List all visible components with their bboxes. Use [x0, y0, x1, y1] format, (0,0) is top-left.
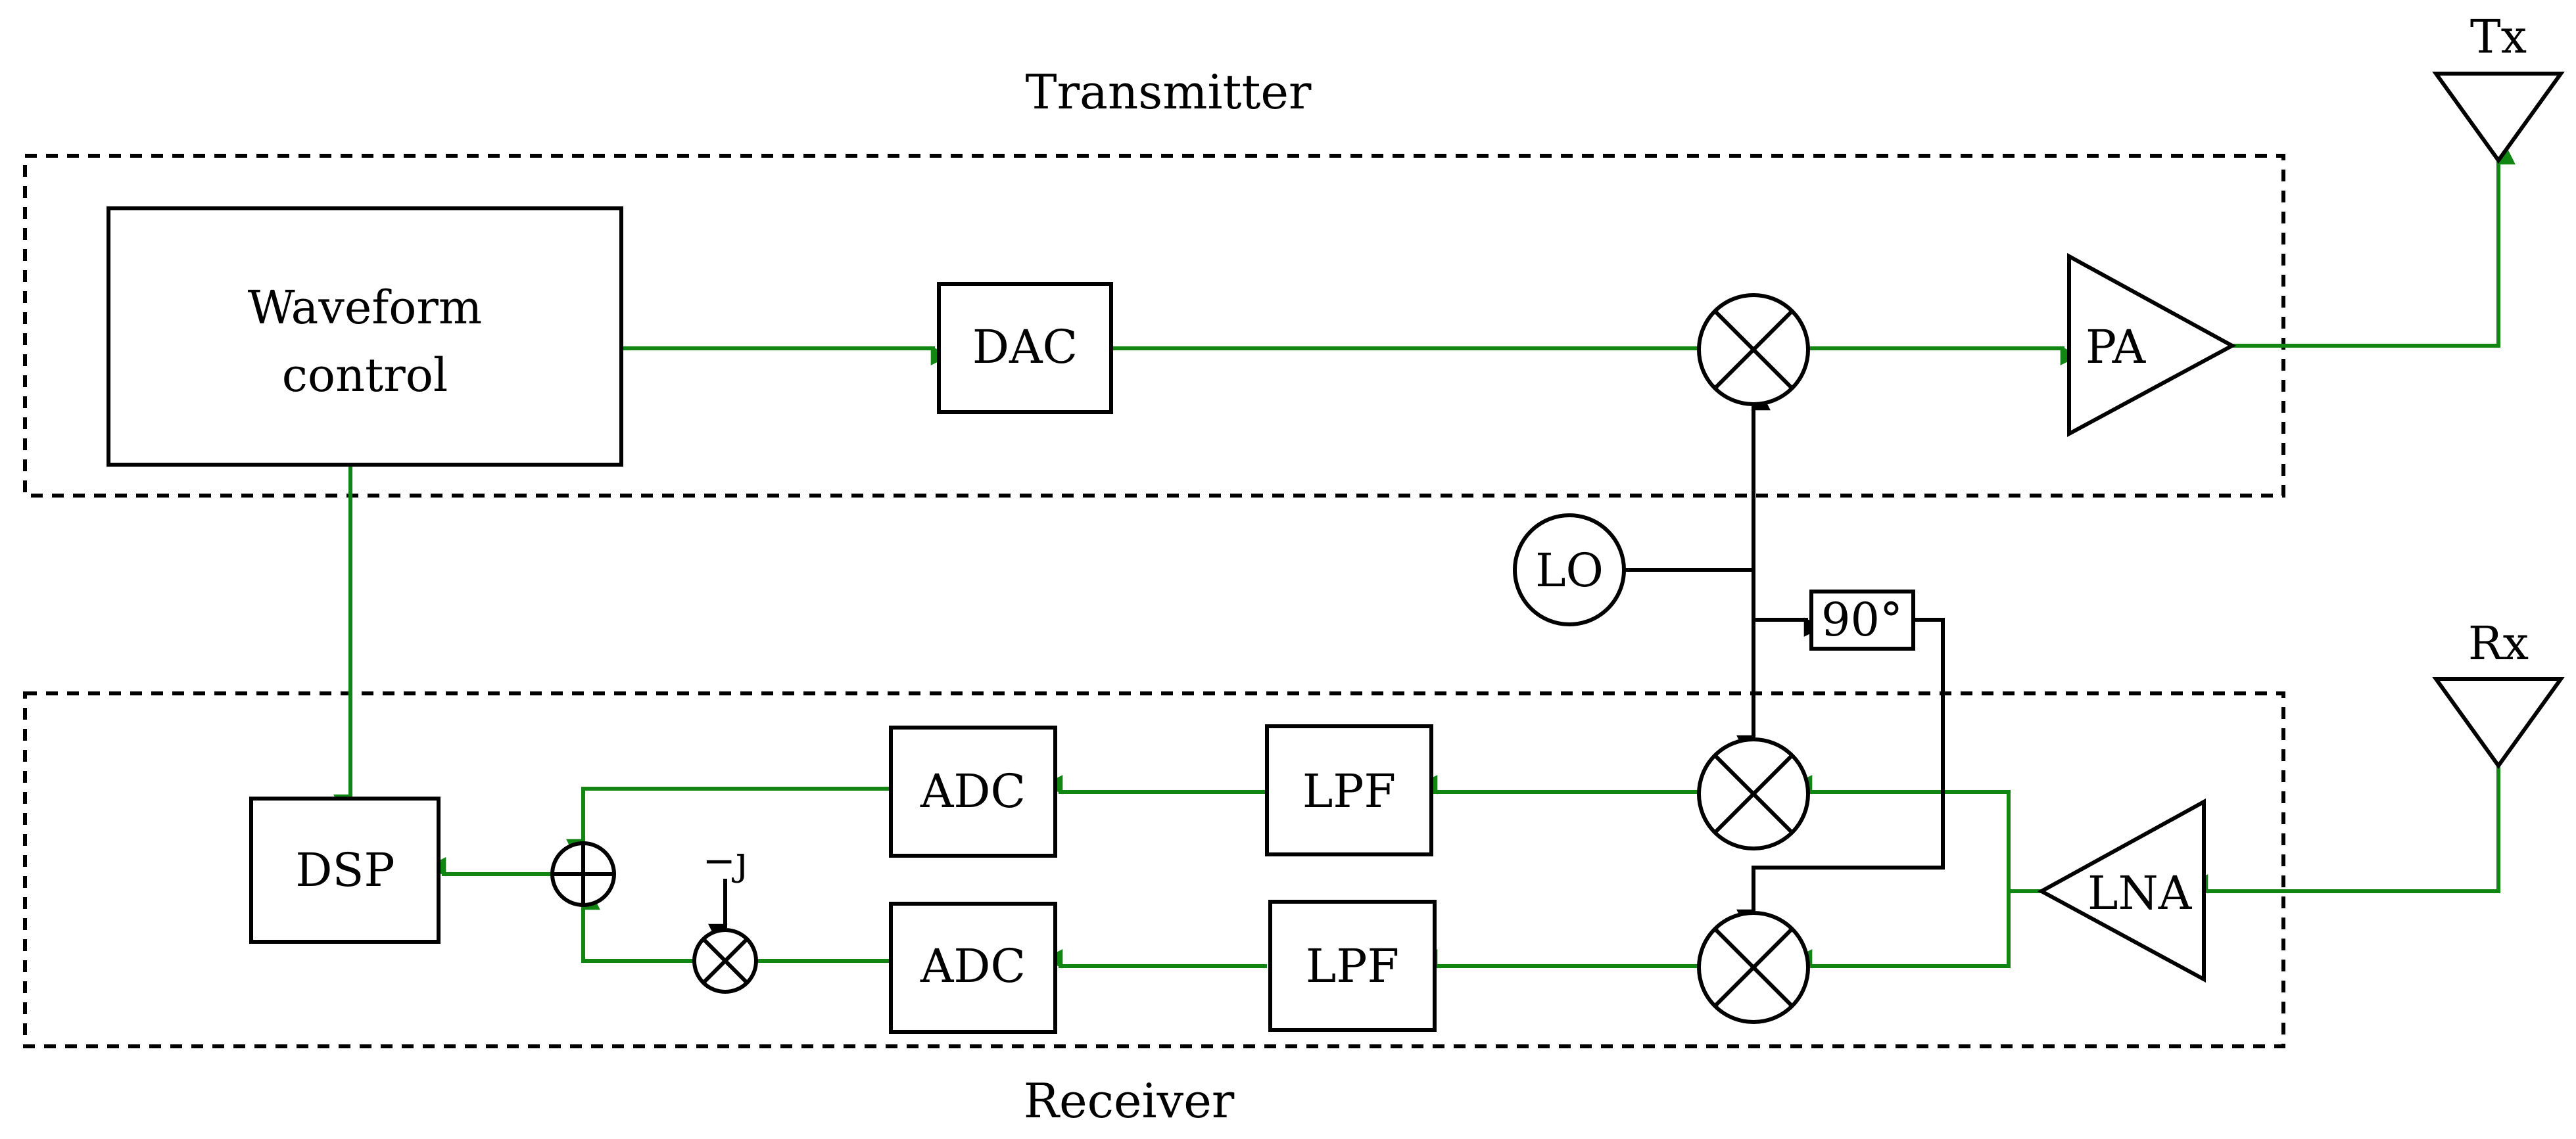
phase-shifter-to-q-mixer-path — [1736, 618, 1945, 929]
rx-antenna-label: Rx — [2468, 616, 2529, 670]
tx-antenna-label: Tx — [2470, 10, 2527, 64]
pa-amplifier-triangle — [2067, 252, 2237, 438]
tx-mixer-symbol — [1697, 293, 1810, 406]
i-adc-to-adder-path — [566, 787, 891, 859]
q-lpf-label: LPF — [1306, 939, 1399, 993]
negj-label: −ȷ — [703, 838, 748, 884]
lo-oscillator-circle — [1513, 513, 1626, 626]
negj-multiplier-symbol — [692, 928, 758, 994]
lna-amplifier-triangle — [2037, 798, 2206, 983]
phase-shifter-block — [1809, 590, 1915, 651]
i-adc-label: ADC — [920, 764, 1026, 818]
pa-label: PA — [2086, 320, 2147, 374]
i-mixer-symbol — [1697, 737, 1810, 850]
lna-to-i-mixer-path — [1792, 775, 2041, 893]
tx-antenna-icon — [2432, 72, 2565, 164]
rx-antenna-icon — [2432, 677, 2565, 770]
q-lpf-block — [1268, 900, 1437, 1032]
i-adc-block — [889, 726, 1057, 858]
transmitter-group-label: Transmitter — [1026, 64, 1312, 120]
q-adc-label: ADC — [920, 939, 1026, 993]
negj-multiplier-to-adder-path — [581, 890, 695, 963]
q-mixer-symbol — [1697, 911, 1810, 1024]
lna-label: LNA — [2087, 866, 2193, 920]
adder-symbol — [550, 841, 616, 907]
pa-to-tx-antenna-path — [2232, 145, 2516, 348]
lo-label: LO — [1535, 544, 1604, 597]
waveform-control-label-line1: Waveform — [248, 281, 482, 335]
i-lpf-label: LPF — [1302, 764, 1396, 818]
i-lpf-block — [1265, 724, 1433, 856]
phase-shifter-label: 90° — [1821, 593, 1903, 647]
lna-to-q-mixer-path — [1792, 891, 2011, 969]
receiver-group-label: Receiver — [1024, 1073, 1235, 1128]
dsp-block — [249, 797, 441, 944]
transmitter-group-frame — [23, 154, 2285, 498]
dac-block — [937, 282, 1113, 414]
rx-antenna-to-lna-path — [2188, 766, 2500, 894]
dsp-label: DSP — [295, 843, 394, 897]
waveform-control-block — [107, 206, 623, 467]
q-adc-block — [889, 902, 1057, 1034]
dac-label: DAC — [972, 320, 1078, 374]
waveform-control-label-line2: control — [282, 348, 448, 402]
